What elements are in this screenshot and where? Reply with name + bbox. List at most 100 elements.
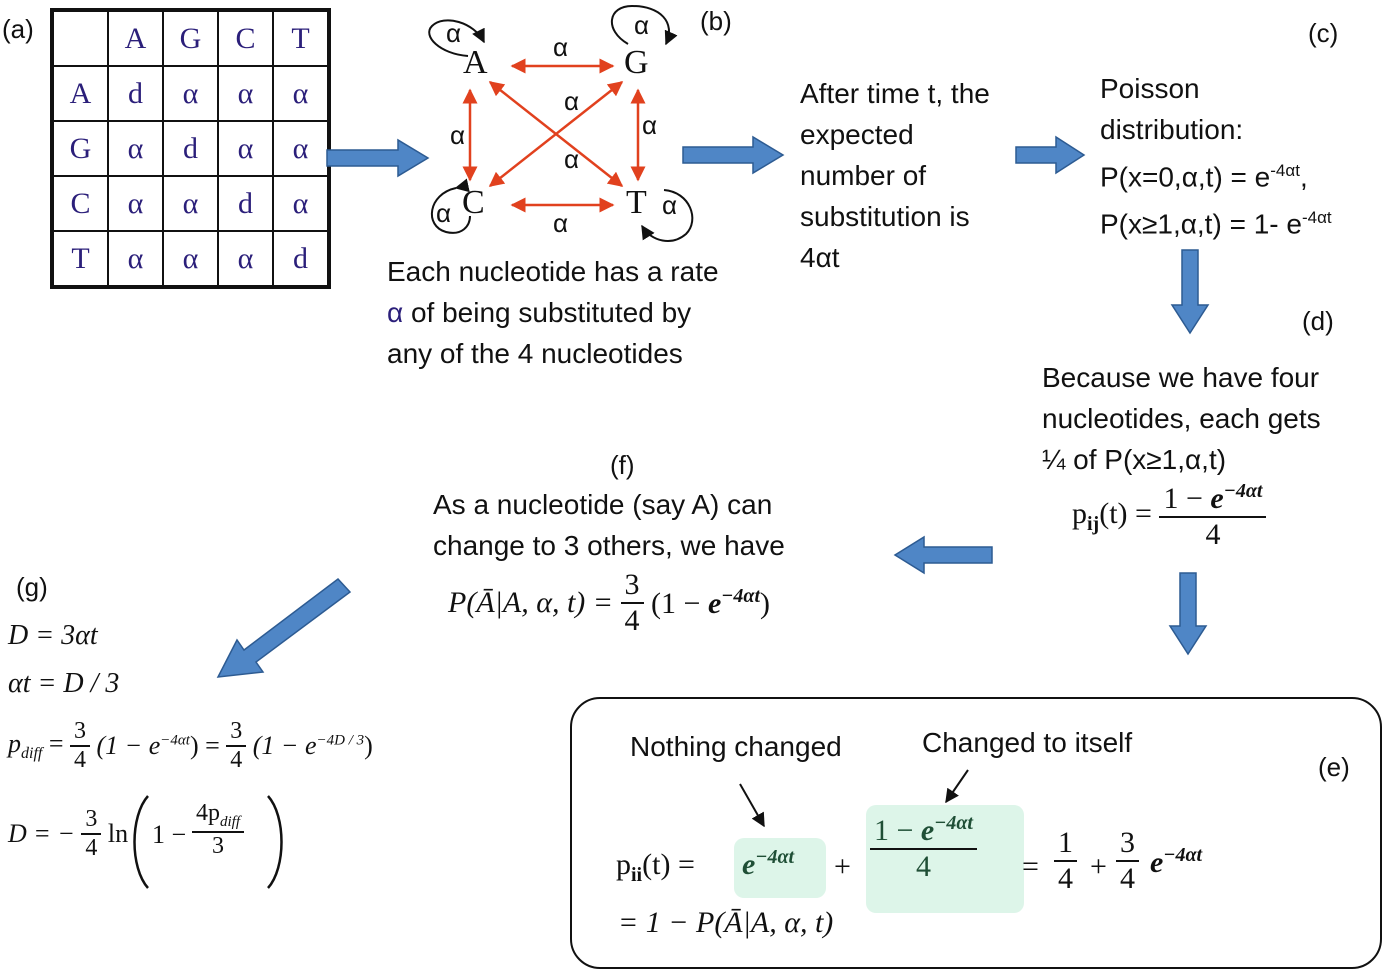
node-c: C — [462, 184, 485, 221]
pointer-nothing-changed — [739, 783, 765, 828]
pij-equation: pij(t) = 1 − e−4αt 4 — [1072, 480, 1267, 552]
node-a: A — [463, 44, 488, 81]
panel-f-coef-den: 4 — [620, 602, 644, 638]
rate-label-ac: α — [450, 120, 466, 150]
flow-arrow-d-e — [1168, 572, 1208, 656]
poisson-p0: P(x=0,α,t) = e-4αt, — [1100, 150, 1384, 197]
matrix-row: A d α α α — [51, 65, 330, 122]
flow-arrow-b-text — [682, 135, 785, 175]
pii-eq: = — [1022, 850, 1039, 883]
pii-frac-num-a: 1 − — [874, 814, 921, 847]
pii-frac-den: 4 — [870, 848, 977, 884]
poisson-p1-exp: -4αt — [1301, 208, 1332, 228]
pdiff-close-1: ) = — [189, 731, 220, 760]
panel-f-close: ) — [760, 587, 771, 620]
caption-alpha: α — [387, 297, 404, 328]
pij-arg: (t) = — [1099, 496, 1152, 530]
self-loop-g — [610, 4, 678, 46]
panel-f-lhs: P(Ā|A, α, t) = — [448, 586, 614, 619]
pdiff-sub: diff — [21, 745, 43, 763]
pii-lhs: pii(t) = — [616, 848, 695, 887]
highlight-changed-itself — [866, 805, 1024, 913]
matrix-header-cell: T — [272, 9, 330, 67]
poisson-title: Poisson — [1100, 73, 1200, 104]
matrix-row-label: A — [51, 65, 109, 122]
caption-line-2: α of being substituted by — [387, 292, 787, 333]
flow-arrow-text-c — [1015, 135, 1086, 175]
poisson-p1-lhs: P(x≥1,α,t) = 1- e — [1100, 208, 1302, 240]
matrix-row-label: C — [51, 175, 109, 232]
rate-label-self-a: α — [446, 18, 462, 48]
d-inner-den: 3 — [192, 830, 245, 860]
poisson-p1: P(x≥1,α,t) = 1- e-4αt — [1100, 197, 1384, 244]
label-changed-itself: Changed to itself — [922, 727, 1133, 758]
poisson-p0-tail: , — [1299, 161, 1308, 193]
matrix-row: T α α α d — [51, 230, 330, 288]
pii-tail-exp: −4αt — [1163, 844, 1203, 866]
rate-label-ct: α — [553, 208, 569, 238]
d-lhs: D = − — [8, 819, 75, 848]
pii-tq-num: 3 — [1120, 826, 1135, 859]
flow-arrow-f-g — [216, 577, 352, 678]
expected-line: expected — [800, 119, 914, 150]
pdiff-mid-2: (1 − e — [252, 731, 317, 760]
panel-g-eq2: αt = D / 3 — [8, 668, 120, 699]
pij-lhs: p — [1072, 496, 1087, 530]
rate-label-self-t: α — [662, 190, 678, 220]
pdiff-frac-1-den: 4 — [70, 745, 91, 774]
pii-term1-exp: −4αt — [755, 846, 795, 868]
expected-substitution-text: After time t, the expected number of sub… — [800, 73, 1040, 278]
pii-arg: (t) = — [642, 848, 695, 881]
expected-line: 4αt — [800, 242, 840, 273]
pdiff-mid-1: (1 − e — [96, 731, 161, 760]
flow-arrow-a-b — [326, 138, 430, 178]
d-one-minus: 1 − — [152, 820, 187, 849]
pii-sub: ii — [631, 864, 643, 886]
self-loop-c — [430, 178, 471, 234]
node-g: G — [624, 44, 649, 81]
matrix-row: G α d α α — [51, 120, 330, 177]
panel-label-b: (b) — [700, 6, 732, 36]
expected-line: After time t, the — [800, 78, 990, 109]
pii-quarter-den: 4 — [1054, 860, 1077, 896]
panel-d-line: nucleotides, each gets — [1042, 403, 1321, 434]
matrix-cell: α — [162, 65, 219, 122]
caption-line-2-text: of being substituted by — [403, 297, 692, 328]
pdiff-frac-2-den: 4 — [226, 745, 247, 774]
matrix-cell: α — [217, 230, 274, 288]
pdiff-frac-2-num: 3 — [230, 718, 243, 744]
panel-g-eq1: D = 3αt — [8, 620, 98, 651]
panel-f-line: change to 3 others, we have — [433, 530, 785, 561]
flow-arrow-d-f — [893, 535, 993, 575]
expected-line: substitution is — [800, 201, 970, 232]
matrix-cell: d — [272, 230, 330, 288]
panel-label-a: (a) — [2, 14, 34, 44]
matrix-cell: α — [107, 175, 164, 232]
pii-frac-num-e: e — [920, 814, 935, 847]
panel-d-line: ¼ of P(x≥1,α,t) — [1042, 444, 1227, 475]
pointer-changed-itself — [945, 769, 969, 804]
panel-label-g: (g) — [16, 572, 48, 602]
panel-f-text: As a nucleotide (say A) can change to 3 … — [433, 484, 893, 566]
matrix-row-label: G — [51, 120, 109, 177]
panel-label-f: (f) — [610, 450, 635, 480]
matrix-cell: α — [107, 120, 164, 177]
pij-numerator: 1 − e−4αt — [1159, 480, 1266, 516]
pij-num-a: 1 − — [1163, 482, 1211, 515]
matrix-cell: d — [107, 65, 164, 122]
label-nothing-changed: Nothing changed — [630, 731, 842, 762]
rate-label-ag: α — [553, 32, 569, 62]
poisson-p0-exp: -4αt — [1270, 161, 1300, 180]
caption-line-3: any of the 4 nucleotides — [387, 338, 683, 369]
matrix-cell: α — [107, 230, 164, 288]
